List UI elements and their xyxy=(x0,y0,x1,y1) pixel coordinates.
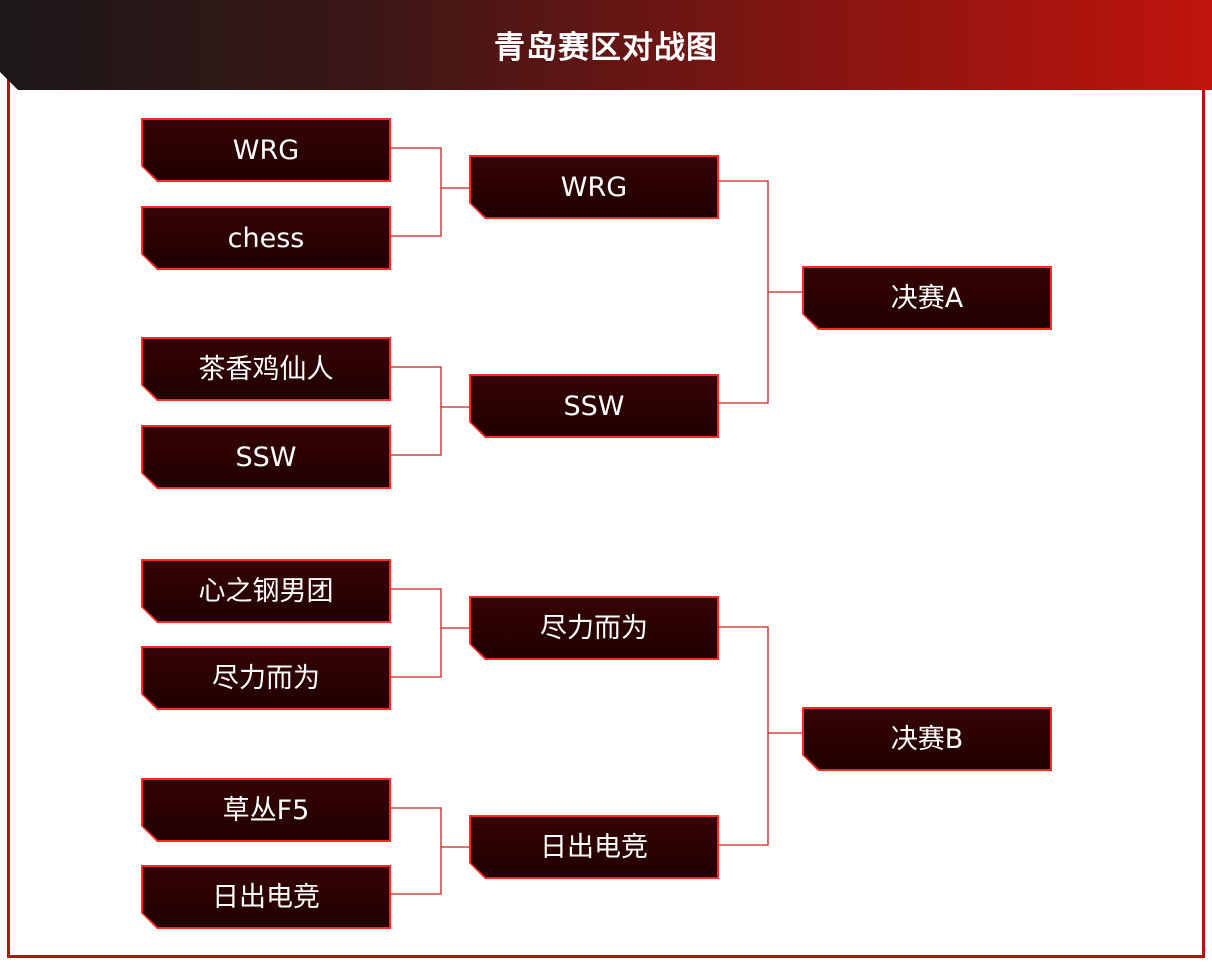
team-label: 尽力而为 xyxy=(540,612,648,644)
header-banner xyxy=(0,0,1212,90)
round1-team-box: 尽力而为 xyxy=(141,646,391,710)
team-label: SSW xyxy=(563,390,625,422)
final-label: 决赛B xyxy=(890,723,964,755)
team-label: 日出电竞 xyxy=(212,881,320,913)
connector-line xyxy=(391,366,442,456)
team-label: SSW xyxy=(235,441,297,473)
round1-team-box: 茶香鸡仙人 xyxy=(141,337,391,401)
round1-team-box: SSW xyxy=(141,425,391,489)
round1-team-box: WRG xyxy=(141,118,391,182)
final-label: 决赛A xyxy=(890,282,964,314)
round1-team-box: 草丛F5 xyxy=(141,778,391,842)
team-label: 日出电竞 xyxy=(540,831,648,863)
round2-team-box: 尽力而为 xyxy=(469,596,719,660)
team-label: 草丛F5 xyxy=(222,794,310,826)
connector-line xyxy=(391,147,442,237)
page-title: 青岛赛区对战图 xyxy=(494,30,718,66)
final-box: 决赛A xyxy=(802,266,1052,330)
connector-line xyxy=(719,626,769,846)
team-label: WRG xyxy=(232,134,300,166)
round2-team-box: WRG xyxy=(469,155,719,219)
final-box: 决赛B xyxy=(802,707,1052,771)
round1-team-box: chess xyxy=(141,206,391,270)
team-label: chess xyxy=(227,222,305,254)
team-label: 茶香鸡仙人 xyxy=(198,353,334,385)
team-label: WRG xyxy=(560,171,628,203)
team-label: 心之钢男团 xyxy=(198,575,334,607)
round2-team-box: SSW xyxy=(469,374,719,438)
round2-team-box: 日出电竞 xyxy=(469,815,719,879)
connector-line xyxy=(391,588,442,678)
round1-team-box: 心之钢男团 xyxy=(141,559,391,623)
team-label: 尽力而为 xyxy=(212,662,320,694)
round1-team-box: 日出电竞 xyxy=(141,865,391,929)
connector-line xyxy=(391,807,442,895)
connector-line xyxy=(719,180,769,404)
